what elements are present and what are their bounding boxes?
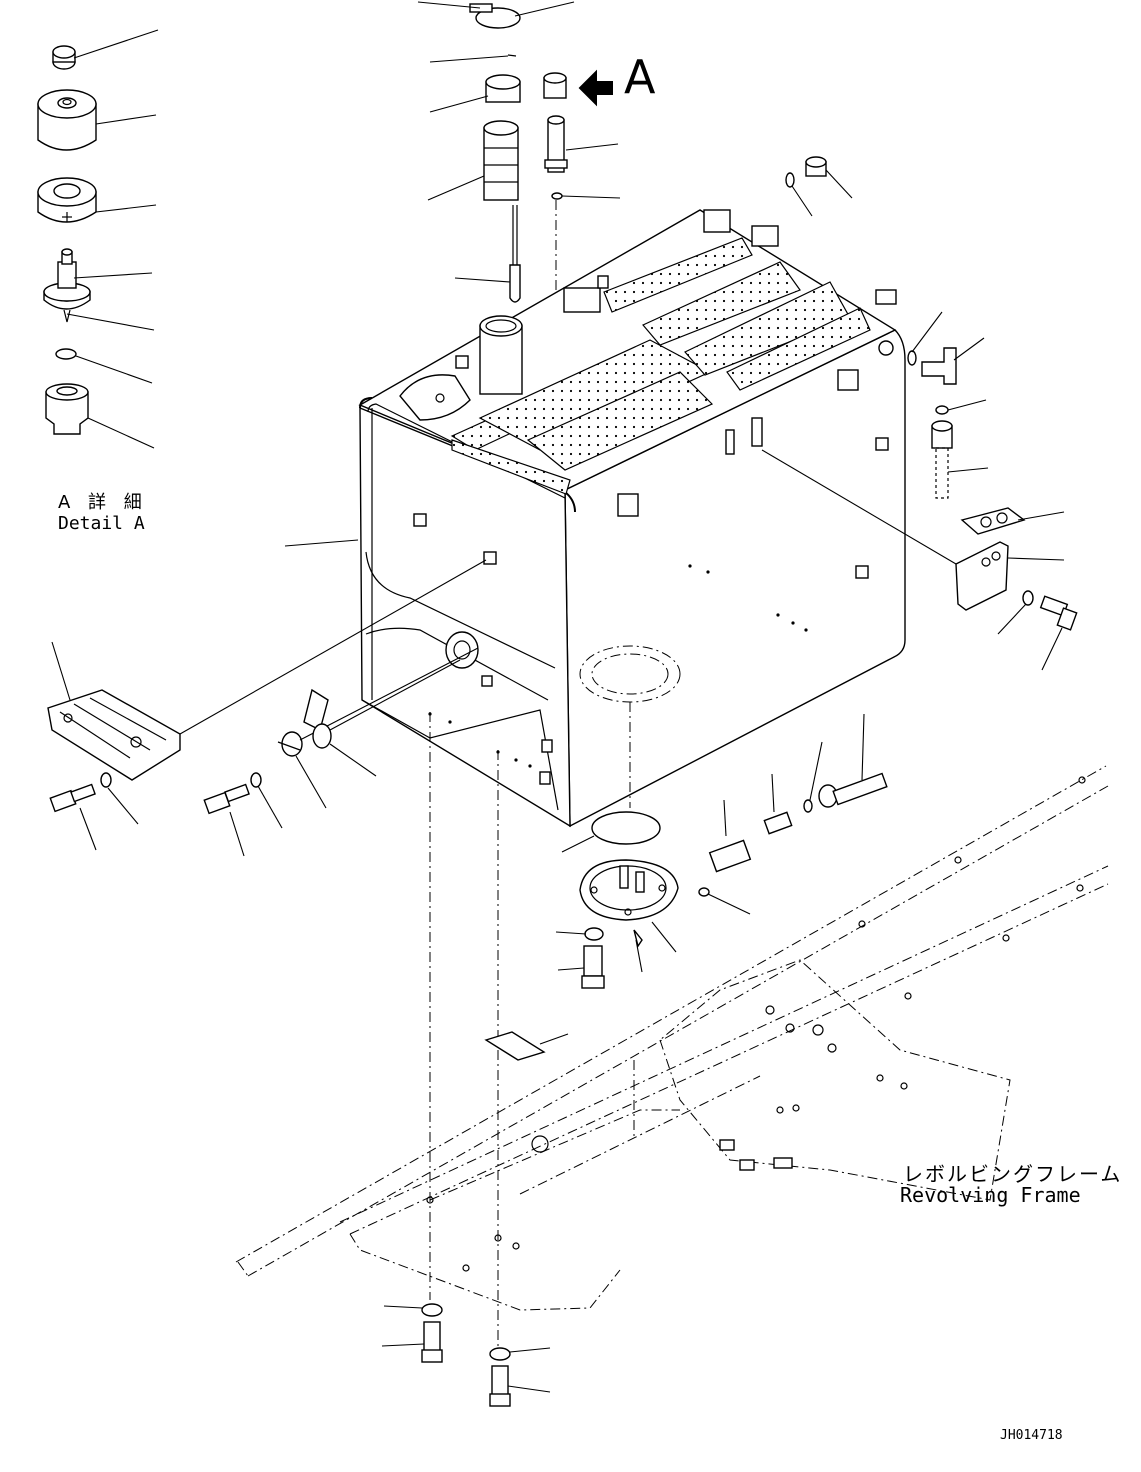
strainer bbox=[427, 120, 519, 201]
elbow-fitting bbox=[907, 311, 987, 415]
hose bbox=[931, 420, 989, 499]
detail-adapter bbox=[45, 383, 155, 449]
top-stack-parts bbox=[417, 1, 621, 354]
detail-a-label-jp: A 詳 細 bbox=[58, 492, 148, 513]
detail-filter-element bbox=[37, 177, 157, 223]
detail-a-label-en: Detail A bbox=[58, 513, 145, 534]
top-plate-8 bbox=[451, 439, 571, 495]
top-plate-5 bbox=[642, 261, 801, 346]
suction-assembly bbox=[555, 713, 888, 989]
breather-cap bbox=[417, 1, 575, 29]
revolving-frame-label-jp: レボルビングフレーム bbox=[903, 1162, 1123, 1186]
detail-a-parts bbox=[37, 29, 159, 449]
plug-a bbox=[543, 69, 613, 107]
cap-assembly-front bbox=[203, 647, 479, 857]
top-right-bolt bbox=[785, 156, 853, 217]
dipstick bbox=[454, 205, 521, 303]
revolving-frame-label-en: Revolving Frame bbox=[900, 1183, 1081, 1207]
top-plate-3 bbox=[526, 371, 714, 471]
mount-bolts bbox=[381, 712, 569, 1407]
top-bracket-3 bbox=[563, 287, 601, 313]
lock-pin bbox=[429, 54, 517, 63]
detail-valve bbox=[43, 248, 155, 331]
top-bracket-4 bbox=[875, 289, 897, 305]
bracket-bolt bbox=[997, 590, 1078, 671]
detail-cap-body bbox=[37, 89, 157, 151]
top-plate-4 bbox=[603, 237, 753, 313]
hydraulic-tank bbox=[284, 209, 906, 828]
filler-neck-ring bbox=[429, 74, 521, 113]
mount-bracket bbox=[761, 449, 1065, 611]
top-plate-7 bbox=[726, 307, 871, 391]
detail-small-cap bbox=[52, 29, 159, 70]
view-a-indicator: A bbox=[624, 50, 656, 104]
seal-washer bbox=[551, 192, 621, 300]
top-bracket-2 bbox=[751, 225, 779, 247]
revolving-frame bbox=[235, 765, 1109, 1311]
detail-o-ring bbox=[55, 348, 153, 384]
right-fittings bbox=[761, 156, 1078, 671]
top-bracket-1 bbox=[703, 209, 731, 233]
guard-assembly bbox=[47, 559, 487, 851]
drawing-number: JH014718 bbox=[1000, 1428, 1063, 1443]
sensor-pipe bbox=[544, 115, 619, 173]
gasket-plate bbox=[960, 507, 1065, 535]
